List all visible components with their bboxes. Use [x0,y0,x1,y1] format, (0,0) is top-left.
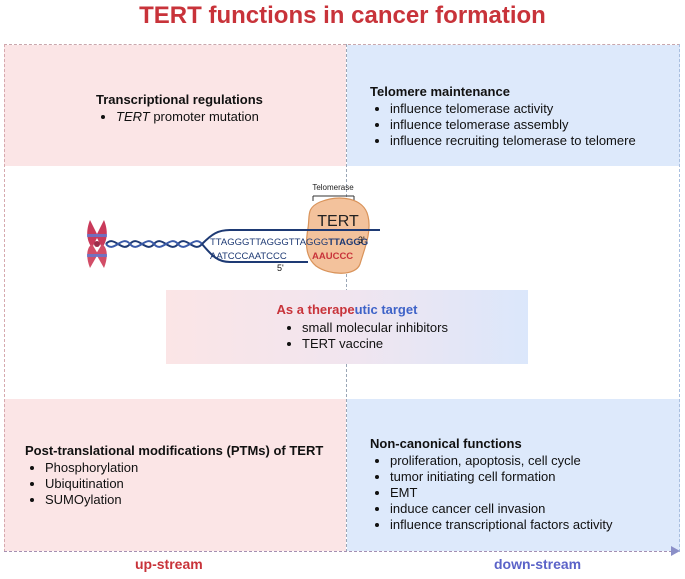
non-canonical-block: Non-canonical functions proliferation, a… [370,436,613,533]
arrow-right-icon [671,546,680,556]
list-item: influence telomerase assembly [390,117,636,133]
bottom-strand-sequence: AATCCCAATCCC [210,251,287,262]
list-item: influence recruiting telomerase to telom… [390,133,636,149]
list-item: small molecular inhibitors [302,320,448,336]
tert-protein-shape [305,197,370,274]
therapeutic-target-box: As a therapeutic target small molecular … [166,290,528,364]
upstream-bottom-panel [4,399,346,551]
transcriptional-regulation-list: TERT promoter mutation [96,109,263,125]
list-item: TERT vaccine [302,336,448,352]
ptm-block: Post-translational modifications (PTMs) … [25,443,323,508]
frame-top-border [4,44,680,45]
tert-label: TERT [317,213,359,230]
frame-right-border [679,44,680,552]
transcriptional-regulation-block: Transcriptional regulations TERT promote… [96,92,263,125]
therapeutic-target-list: small molecular inhibitors TERT vaccine [286,320,448,352]
list-item: influence transcriptional factors activi… [390,517,613,533]
list-item: SUMOylation [45,492,323,508]
non-canonical-list: proliferation, apoptosis, cell cycle tum… [370,453,613,533]
chromosome-icon [87,220,107,268]
list-item: influence telomerase activity [390,101,636,117]
dna-double-helix [105,240,203,248]
page-title: TERT functions in cancer formation [139,2,546,29]
upstream-label: up-stream [135,556,203,572]
telomere-maintenance-block: Telomere maintenance influence telomeras… [370,84,636,149]
telomere-maintenance-heading: Telomere maintenance [370,84,510,99]
downstream-label: down-stream [494,556,582,572]
rna-template-sequence: AAUCCC [312,251,353,262]
transcriptional-regulation-heading: Transcriptional regulations [96,92,263,107]
telomerase-label: Telomerase [312,183,354,192]
telomere-diagram: Telomerase TERT TTAGGGTTAGGGTTAGGGTTAGGG… [87,183,380,274]
three-prime-label: 3' [358,235,365,245]
list-item: proliferation, apoptosis, cell cycle [390,453,613,469]
upstream-top-panel [4,45,346,166]
ptm-heading: Post-translational modifications (PTMs) … [25,443,324,458]
list-item: TERT promoter mutation [116,109,263,125]
non-canonical-heading: Non-canonical functions [370,436,522,451]
bottom-strand-line [201,243,308,263]
telomere-maintenance-list: influence telomerase activity influence … [370,101,636,149]
downstream-bottom-panel [347,399,680,551]
downstream-top-panel [347,45,680,166]
top-strand-sequence: TTAGGGTTAGGGTTAGGGTTAGGG [210,237,368,248]
list-item: EMT [390,485,613,501]
list-item: tumor initiating cell formation [390,469,613,485]
list-item: induce cancer cell invasion [390,501,613,517]
top-strand-line [201,229,380,245]
therapeutic-target-heading: As a therapeutic target [276,302,418,317]
frame-left-border [4,44,5,552]
five-prime-label: 5' [277,263,284,273]
list-item: Phosphorylation [45,460,323,476]
stream-axis-line [4,551,672,552]
ptm-list: Phosphorylation Ubiquitination SUMOylati… [25,460,323,508]
list-item: Ubiquitination [45,476,323,492]
